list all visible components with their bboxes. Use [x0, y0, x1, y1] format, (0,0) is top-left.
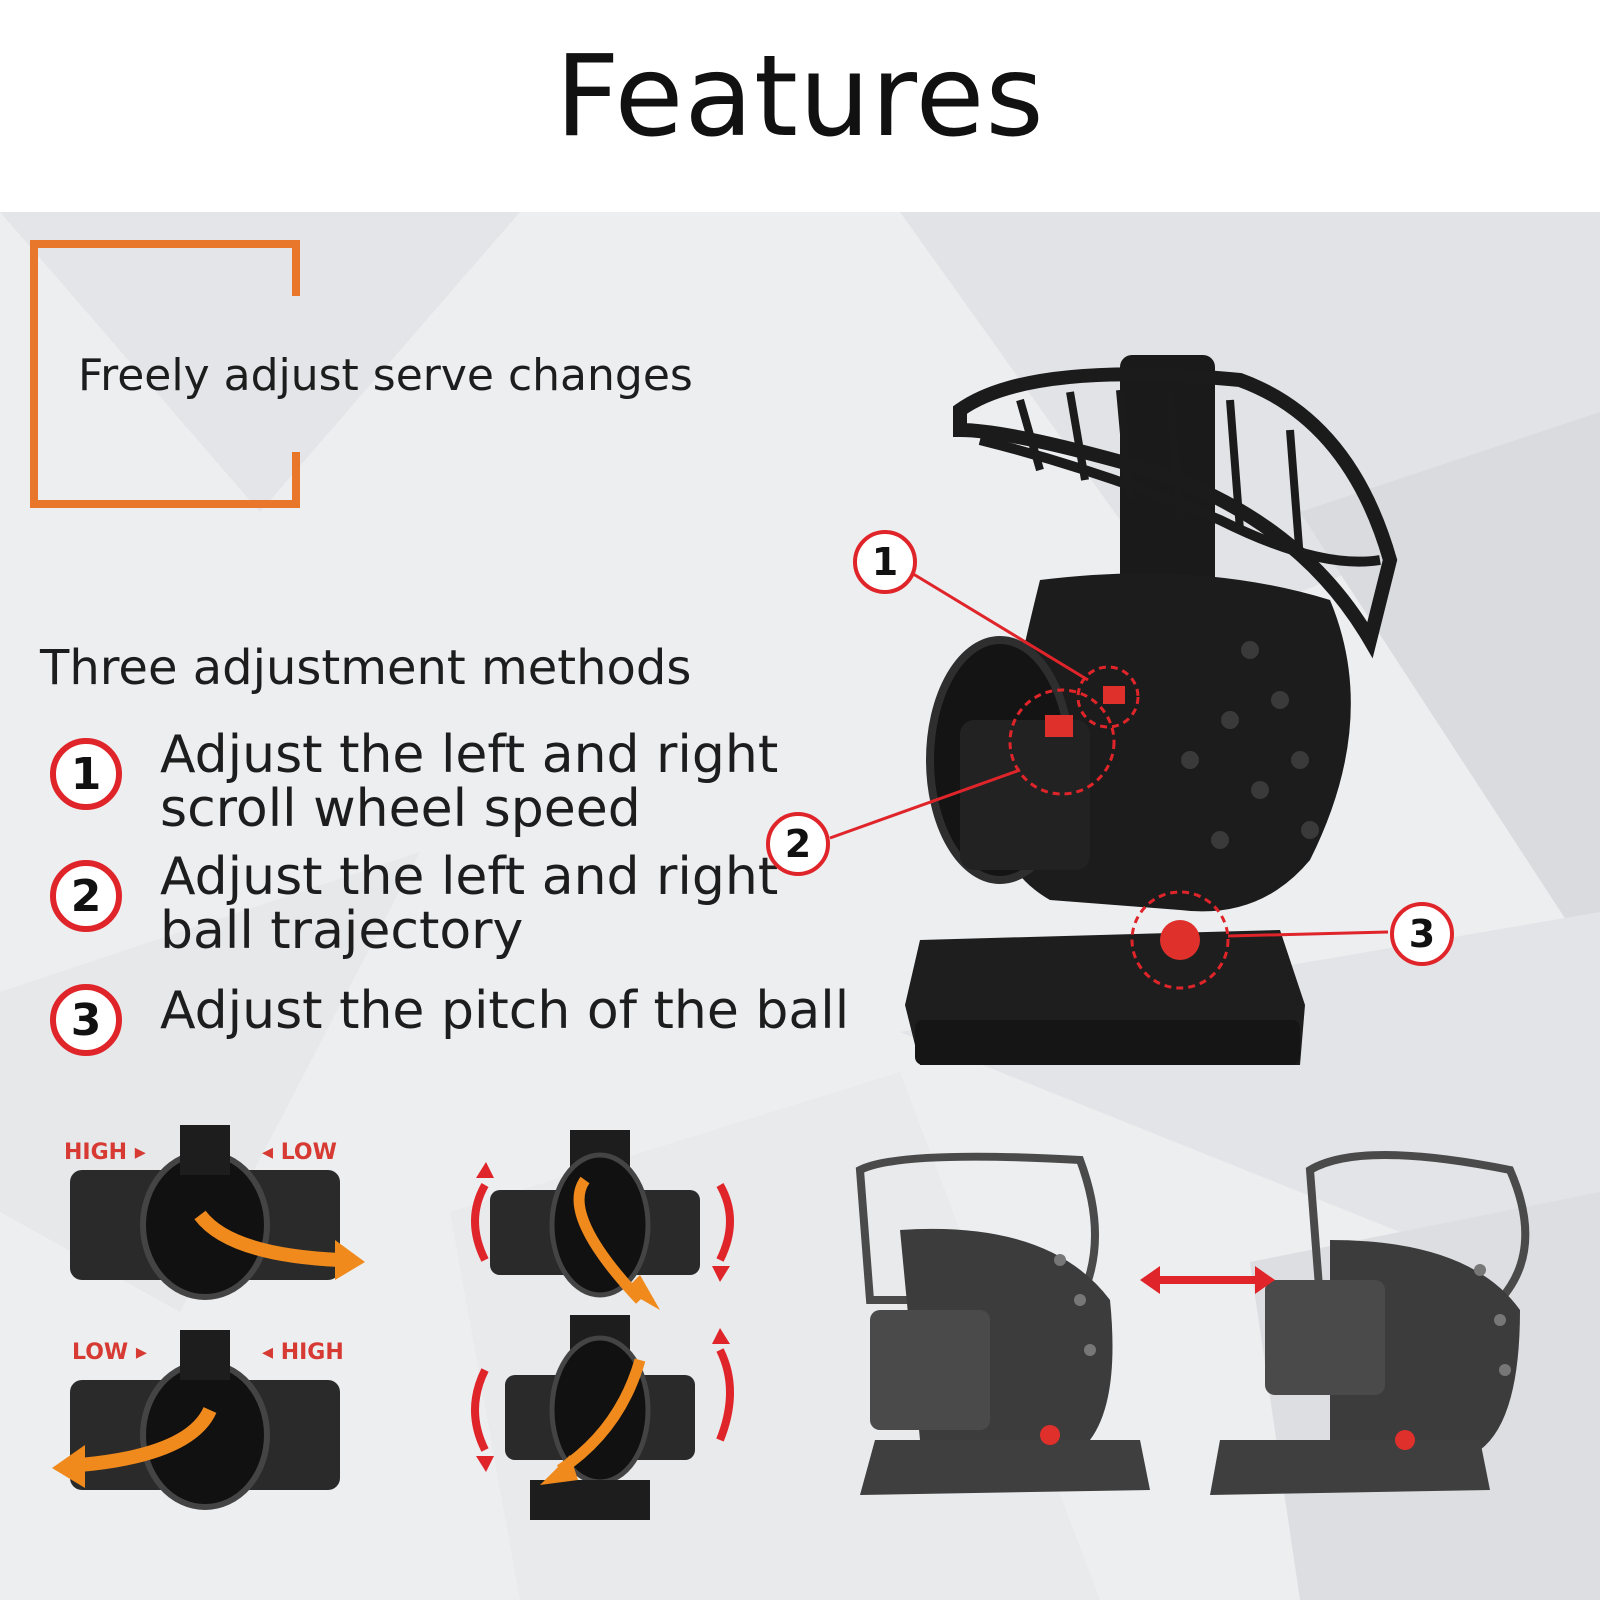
speed-label-high-bottom: ◂ HIGH — [262, 1340, 344, 1365]
method-line-2: scroll wheel speed — [160, 779, 641, 839]
speed-label-high-top: HIGH ▸ — [64, 1140, 146, 1165]
method-number-badge: 1 — [50, 738, 122, 810]
callout-1: 1 — [853, 530, 917, 594]
method-line-1: Adjust the pitch of the ball — [160, 981, 850, 1041]
method-text: Adjust the pitch of the ball — [160, 984, 849, 1038]
method-number-badge: 3 — [50, 984, 122, 1056]
page-title: Features — [555, 32, 1045, 162]
methods-heading: Three adjustment methods — [40, 640, 692, 696]
method-line-1: Adjust the left and right — [160, 725, 779, 785]
speed-label-low-top: ◂ LOW — [262, 1140, 337, 1165]
subtitle-frame — [30, 240, 300, 508]
method-number-badge: 2 — [50, 860, 122, 932]
callout-3: 3 — [1390, 902, 1454, 966]
header: Features — [0, 0, 1600, 212]
method-line-1: Adjust the left and right — [160, 847, 779, 907]
method-text: Adjust the left and right scroll wheel s… — [160, 728, 778, 836]
method-text: Adjust the left and right ball trajector… — [160, 850, 778, 958]
speed-label-low-bottom: LOW ▸ — [72, 1340, 147, 1365]
callout-2: 2 — [766, 812, 830, 876]
method-line-2: ball trajectory — [160, 901, 524, 961]
feature-subtitle: Freely adjust serve changes — [78, 350, 693, 401]
